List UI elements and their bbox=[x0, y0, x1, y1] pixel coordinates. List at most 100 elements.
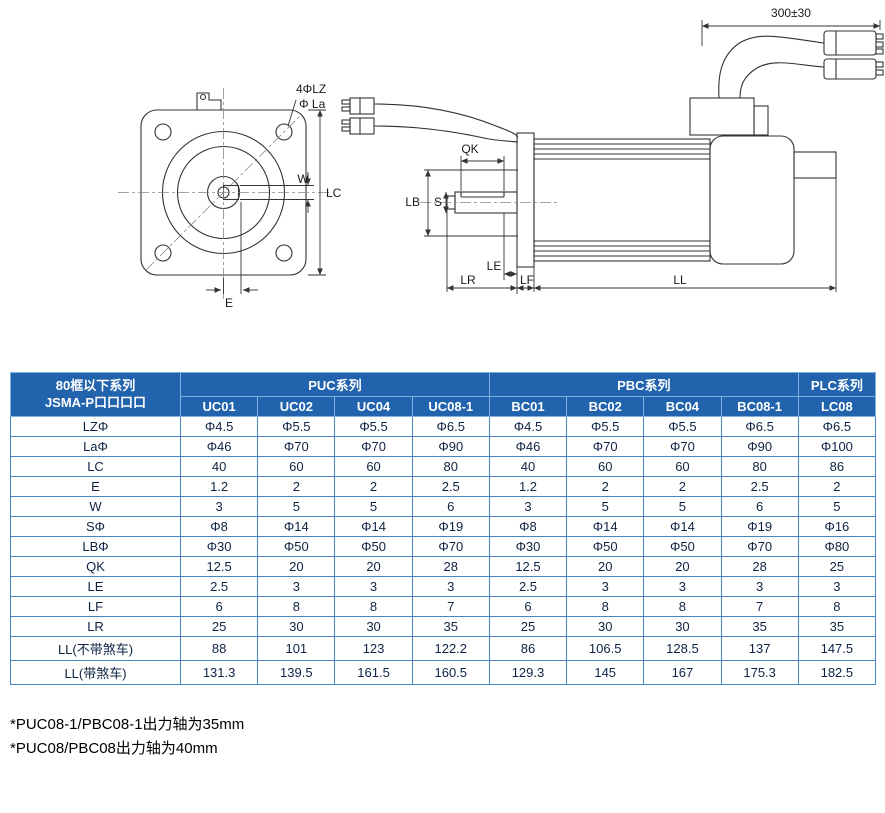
value-cell: 3 bbox=[411, 576, 490, 597]
value-cell: 122.2 bbox=[411, 636, 490, 661]
value-cell: 145 bbox=[566, 660, 645, 685]
value-cell: 86 bbox=[488, 636, 568, 661]
value-cell: 3 bbox=[797, 576, 877, 597]
cable-dimension bbox=[701, 20, 881, 46]
value-cell: 12.5 bbox=[179, 556, 259, 577]
side-view: 300±30 bbox=[341, 6, 884, 294]
value-cell: 60 bbox=[257, 456, 336, 477]
le-dim-label: LE bbox=[487, 259, 502, 273]
value-cell: Φ8 bbox=[179, 516, 259, 537]
value-cell: Φ14 bbox=[334, 516, 413, 537]
value-cell: Φ30 bbox=[488, 536, 568, 557]
value-cell: Φ6.5 bbox=[797, 416, 877, 437]
model-header-cell: UC08-1 bbox=[411, 396, 490, 417]
value-cell: 6 bbox=[179, 596, 259, 617]
value-cell: 20 bbox=[334, 556, 413, 577]
footnotes: *PUC08-1/PBC08-1出力轴为35mm *PUC08/PBC08出力轴… bbox=[10, 713, 885, 761]
value-cell: 5 bbox=[334, 496, 413, 517]
value-cell: Φ6.5 bbox=[411, 416, 490, 437]
value-cell: Φ4.5 bbox=[179, 416, 259, 437]
param-cell: LF bbox=[10, 596, 181, 617]
value-cell: 123 bbox=[334, 636, 413, 661]
front-dimension-lines bbox=[206, 99, 326, 294]
side-view-outline bbox=[341, 30, 884, 268]
param-cell: QK bbox=[10, 556, 181, 577]
value-cell: 35 bbox=[797, 616, 877, 637]
key-length-label: QK bbox=[461, 142, 478, 156]
value-cell: 3 bbox=[643, 576, 722, 597]
value-cell: 182.5 bbox=[797, 660, 877, 685]
series-line2: JSMA-P口口口口 bbox=[44, 394, 147, 410]
group-header-row: 80框以下系列 JSMA-P口口口口 PUC系列 PBC系列 PLC系列 bbox=[10, 372, 877, 417]
value-cell: 2 bbox=[334, 476, 413, 497]
value-cell: Φ30 bbox=[179, 536, 259, 557]
value-cell: Φ5.5 bbox=[334, 416, 413, 437]
lf-dim-label: LF bbox=[520, 273, 534, 287]
value-cell: 8 bbox=[797, 596, 877, 617]
model-header-cell: BC02 bbox=[566, 396, 645, 417]
value-cell: 60 bbox=[334, 456, 413, 477]
value-cell: 80 bbox=[720, 456, 799, 477]
value-cell: 2 bbox=[643, 476, 722, 497]
value-cell: 6 bbox=[488, 596, 568, 617]
param-cell: LL(带煞车) bbox=[10, 660, 181, 685]
param-cell: LaΦ bbox=[10, 436, 181, 457]
dimension-table: 80框以下系列 JSMA-P口口口口 PUC系列 PBC系列 PLC系列 UC0… bbox=[10, 372, 877, 685]
value-cell: Φ70 bbox=[566, 436, 645, 457]
value-cell: 129.3 bbox=[488, 660, 568, 685]
value-cell: 12.5 bbox=[488, 556, 568, 577]
value-cell: 88 bbox=[179, 636, 259, 661]
value-cell: 8 bbox=[566, 596, 645, 617]
value-cell: 80 bbox=[411, 456, 490, 477]
value-cell: 2 bbox=[566, 476, 645, 497]
value-cell: 3 bbox=[720, 576, 799, 597]
value-cell: Φ90 bbox=[720, 436, 799, 457]
value-cell: 3 bbox=[566, 576, 645, 597]
technical-drawings: 4ΦLZ Φ La W LC E 300±30 bbox=[0, 0, 885, 368]
value-cell: Φ50 bbox=[566, 536, 645, 557]
value-cell: 60 bbox=[643, 456, 722, 477]
value-cell: 3 bbox=[257, 576, 336, 597]
param-cell: LE bbox=[10, 576, 181, 597]
value-cell: Φ46 bbox=[179, 436, 259, 457]
value-cell: 28 bbox=[411, 556, 490, 577]
value-cell: 2.5 bbox=[720, 476, 799, 497]
value-cell: Φ70 bbox=[411, 536, 490, 557]
value-cell: 30 bbox=[643, 616, 722, 637]
value-cell: 1.2 bbox=[488, 476, 568, 497]
value-cell: 101 bbox=[257, 636, 336, 661]
lz-hole-count-label: 4ΦLZ bbox=[296, 82, 326, 96]
footnote-1: *PUC08-1/PBC08-1出力轴为35mm bbox=[10, 716, 245, 733]
value-cell: 8 bbox=[334, 596, 413, 617]
value-cell: 40 bbox=[179, 456, 259, 477]
model-header-cell: UC04 bbox=[334, 396, 413, 417]
value-cell: Φ19 bbox=[720, 516, 799, 537]
value-cell: Φ8 bbox=[488, 516, 568, 537]
model-header-cell: LC08 bbox=[797, 396, 877, 417]
shaft-diameter-label: S bbox=[434, 195, 442, 209]
value-cell: 160.5 bbox=[411, 660, 490, 685]
value-cell: 2 bbox=[797, 476, 877, 497]
value-cell: Φ14 bbox=[566, 516, 645, 537]
value-cell: 1.2 bbox=[179, 476, 259, 497]
value-cell: 60 bbox=[566, 456, 645, 477]
value-cell: 106.5 bbox=[566, 636, 645, 661]
model-header-cell: BC08-1 bbox=[720, 396, 799, 417]
value-cell: 5 bbox=[257, 496, 336, 517]
group-header-puc: PUC系列 bbox=[180, 372, 490, 397]
param-cell: LBΦ bbox=[10, 536, 181, 557]
value-cell: 6 bbox=[411, 496, 490, 517]
param-cell: W bbox=[10, 496, 181, 517]
motor-dimension-drawing: 4ΦLZ Φ La W LC E 300±30 bbox=[118, 6, 884, 310]
value-cell: Φ50 bbox=[334, 536, 413, 557]
value-cell: Φ14 bbox=[257, 516, 336, 537]
value-cell: 5 bbox=[643, 496, 722, 517]
value-cell: Φ19 bbox=[411, 516, 490, 537]
value-cell: 2.5 bbox=[488, 576, 568, 597]
